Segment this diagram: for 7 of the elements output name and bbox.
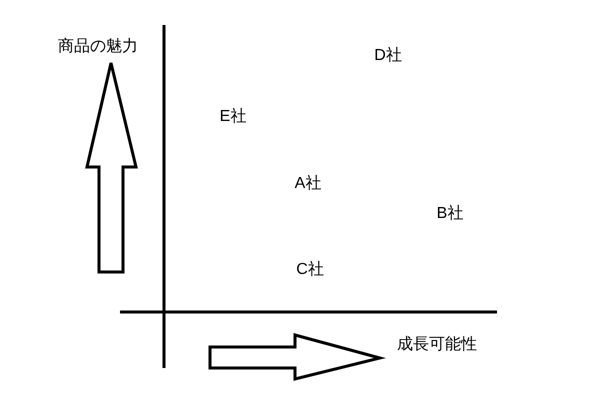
axis-label: 商品の魅力: [58, 38, 138, 56]
company-label: E社: [220, 108, 246, 126]
company-label: A社: [294, 175, 322, 193]
company-label: D社: [374, 47, 402, 65]
axis-label: 成長可能性: [397, 336, 477, 354]
company-label: B社: [436, 205, 464, 223]
company-label: C社: [296, 261, 324, 279]
